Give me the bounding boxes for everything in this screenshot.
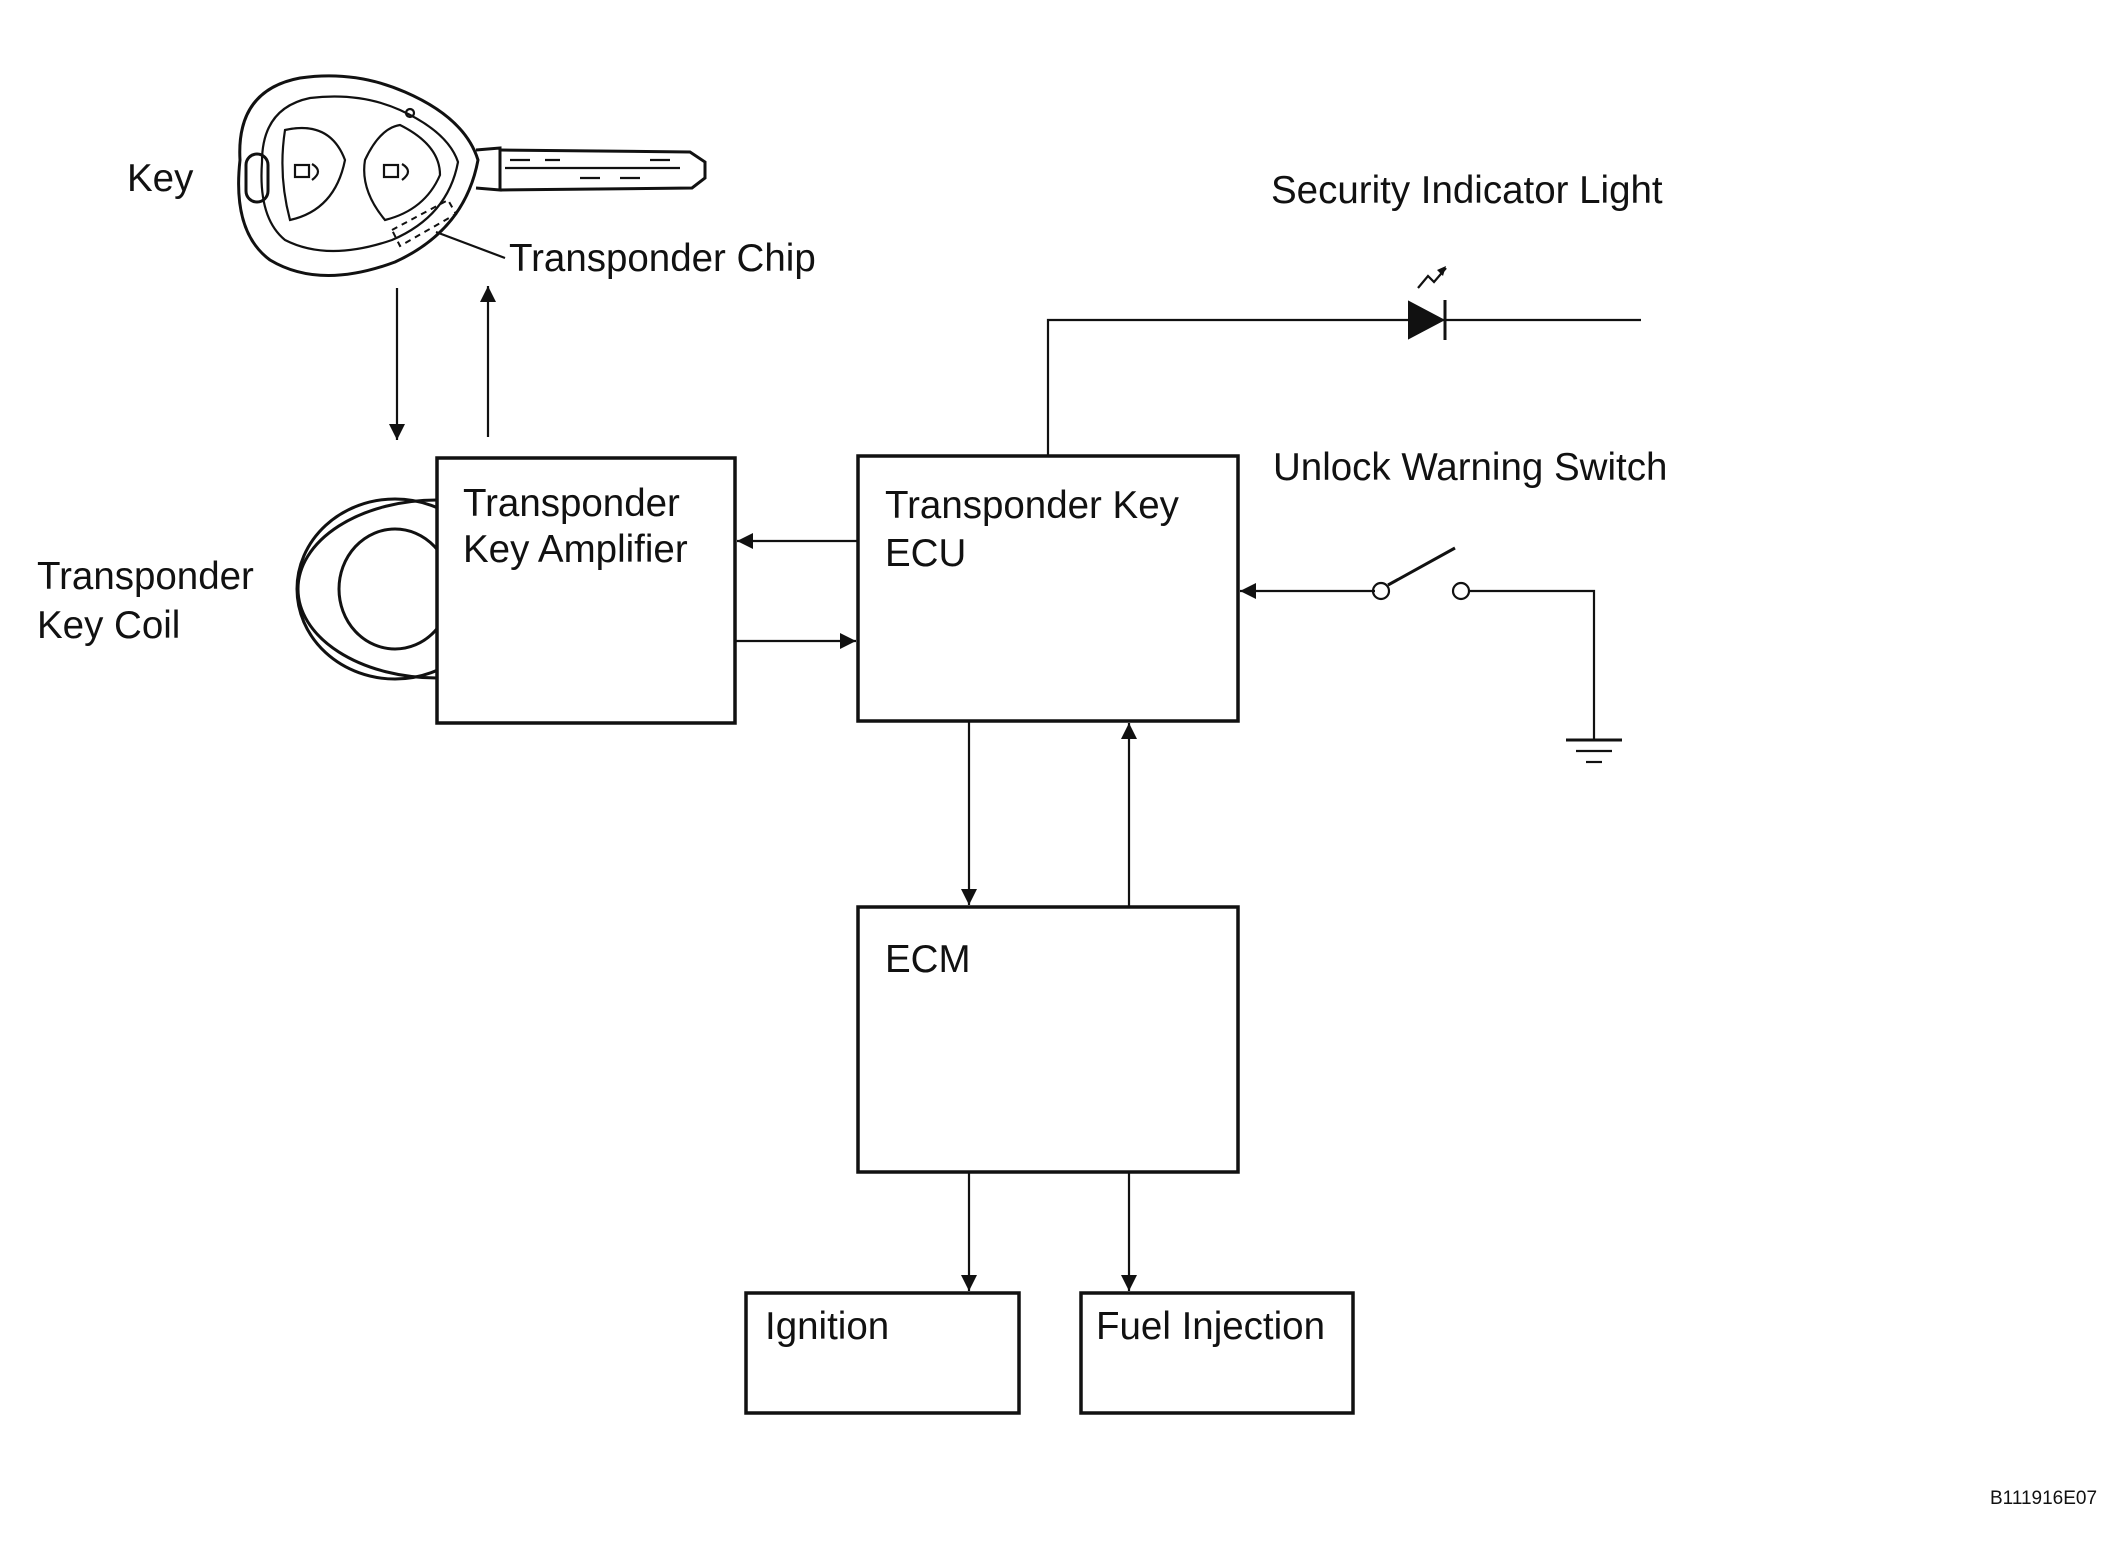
ecu-label-1: Transponder Key bbox=[885, 484, 1180, 527]
led-icon bbox=[1408, 266, 1447, 340]
key-label: Key bbox=[127, 157, 194, 200]
transponder-chip-label: Transponder Chip bbox=[509, 237, 816, 280]
switch-icon bbox=[1371, 546, 1471, 601]
ignition-block bbox=[744, 1291, 1021, 1415]
fuel-injection-block bbox=[1079, 1291, 1355, 1415]
key-fob-icon bbox=[237, 74, 707, 277]
amplifier-label-1: Transponder bbox=[463, 482, 680, 525]
fuel-injection-label: Fuel Injection bbox=[1096, 1305, 1325, 1348]
security-indicator-light-label: Security Indicator Light bbox=[1271, 169, 1663, 212]
unlock-warning-switch-label: Unlock Warning Switch bbox=[1273, 446, 1667, 489]
ecu-label-2: ECU bbox=[885, 532, 966, 575]
coil-icon bbox=[295, 497, 438, 681]
ecm-label: ECM bbox=[885, 938, 971, 981]
amplifier-label-2: Key Amplifier bbox=[463, 528, 688, 571]
switch-ground-wire bbox=[1469, 589, 1596, 740]
transponder-key-coil-label-2: Key Coil bbox=[37, 604, 180, 647]
transponder-key-ecu-block bbox=[856, 454, 1240, 723]
figure-code: B111916E07 bbox=[1990, 1488, 2097, 1509]
ecm-block bbox=[856, 905, 1240, 1174]
ignition-label: Ignition bbox=[765, 1305, 889, 1348]
indicator-wire bbox=[1046, 318, 1641, 456]
ground-icon bbox=[1566, 738, 1622, 764]
transponder-key-coil-label-1: Transponder bbox=[37, 555, 254, 598]
transponder-key-amplifier-block bbox=[435, 456, 737, 725]
